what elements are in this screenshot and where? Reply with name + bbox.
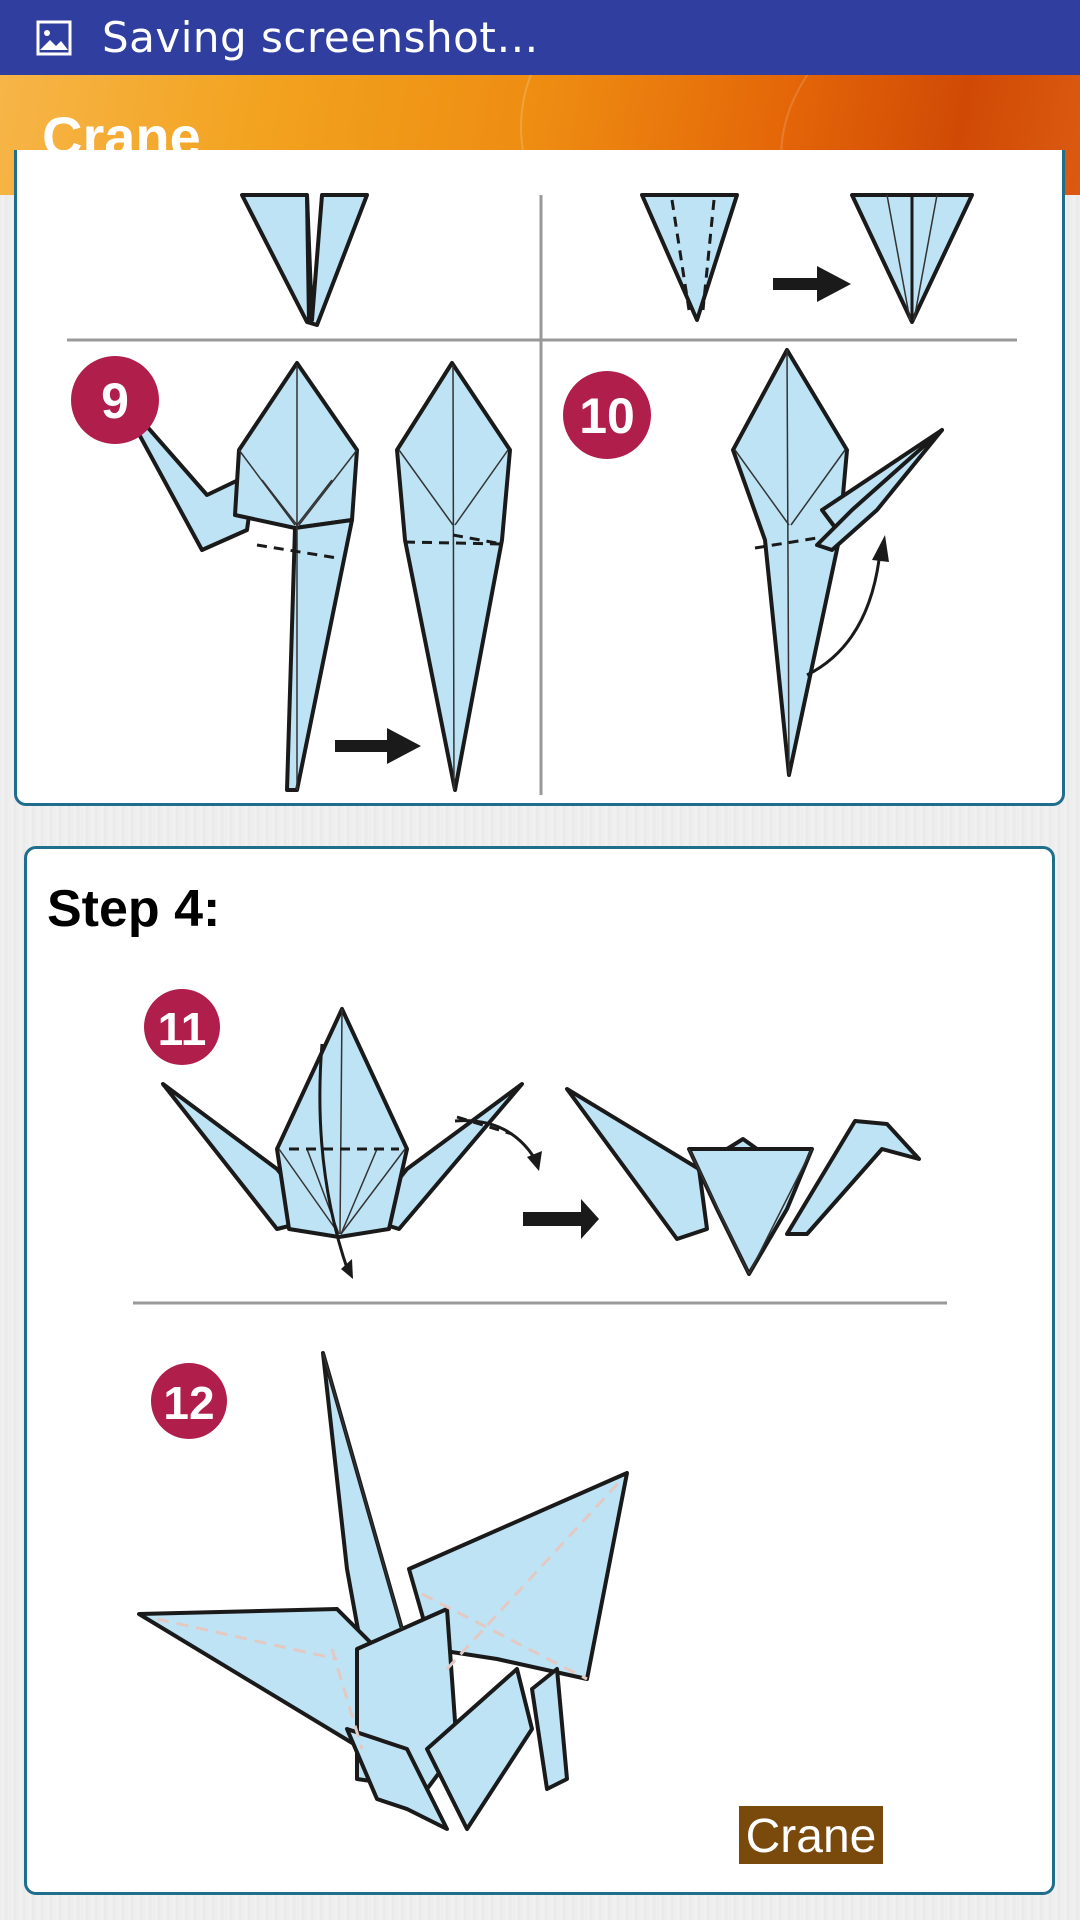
crane-label: Crane (739, 1806, 883, 1864)
step-4-card: Crane 11 12 Step 4: (24, 846, 1055, 1895)
arrow-right-icon (773, 266, 851, 302)
status-bar: Saving screenshot… (0, 0, 1080, 75)
svg-text:Crane: Crane (746, 1810, 877, 1863)
arrow-right-icon (335, 728, 421, 764)
step-badge-11: 11 (144, 989, 220, 1065)
step-badge-10: 10 (563, 371, 651, 459)
svg-text:12: 12 (163, 1377, 214, 1429)
step-3-card: 9 10 (14, 150, 1065, 806)
step-3-illustration: 9 10 (67, 193, 1017, 795)
arrow-up-icon (872, 535, 889, 562)
svg-text:10: 10 (579, 388, 635, 444)
step-4-illustration: Crane 11 12 (133, 989, 947, 1864)
step-title: Step 4: (47, 880, 221, 938)
step-badge-12: 12 (151, 1363, 227, 1439)
svg-text:11: 11 (158, 1003, 207, 1055)
status-text: Saving screenshot… (102, 13, 539, 62)
arrow-right-icon (523, 1199, 599, 1239)
svg-text:9: 9 (101, 373, 129, 429)
step-badge-9: 9 (71, 356, 159, 444)
image-icon (36, 20, 72, 55)
